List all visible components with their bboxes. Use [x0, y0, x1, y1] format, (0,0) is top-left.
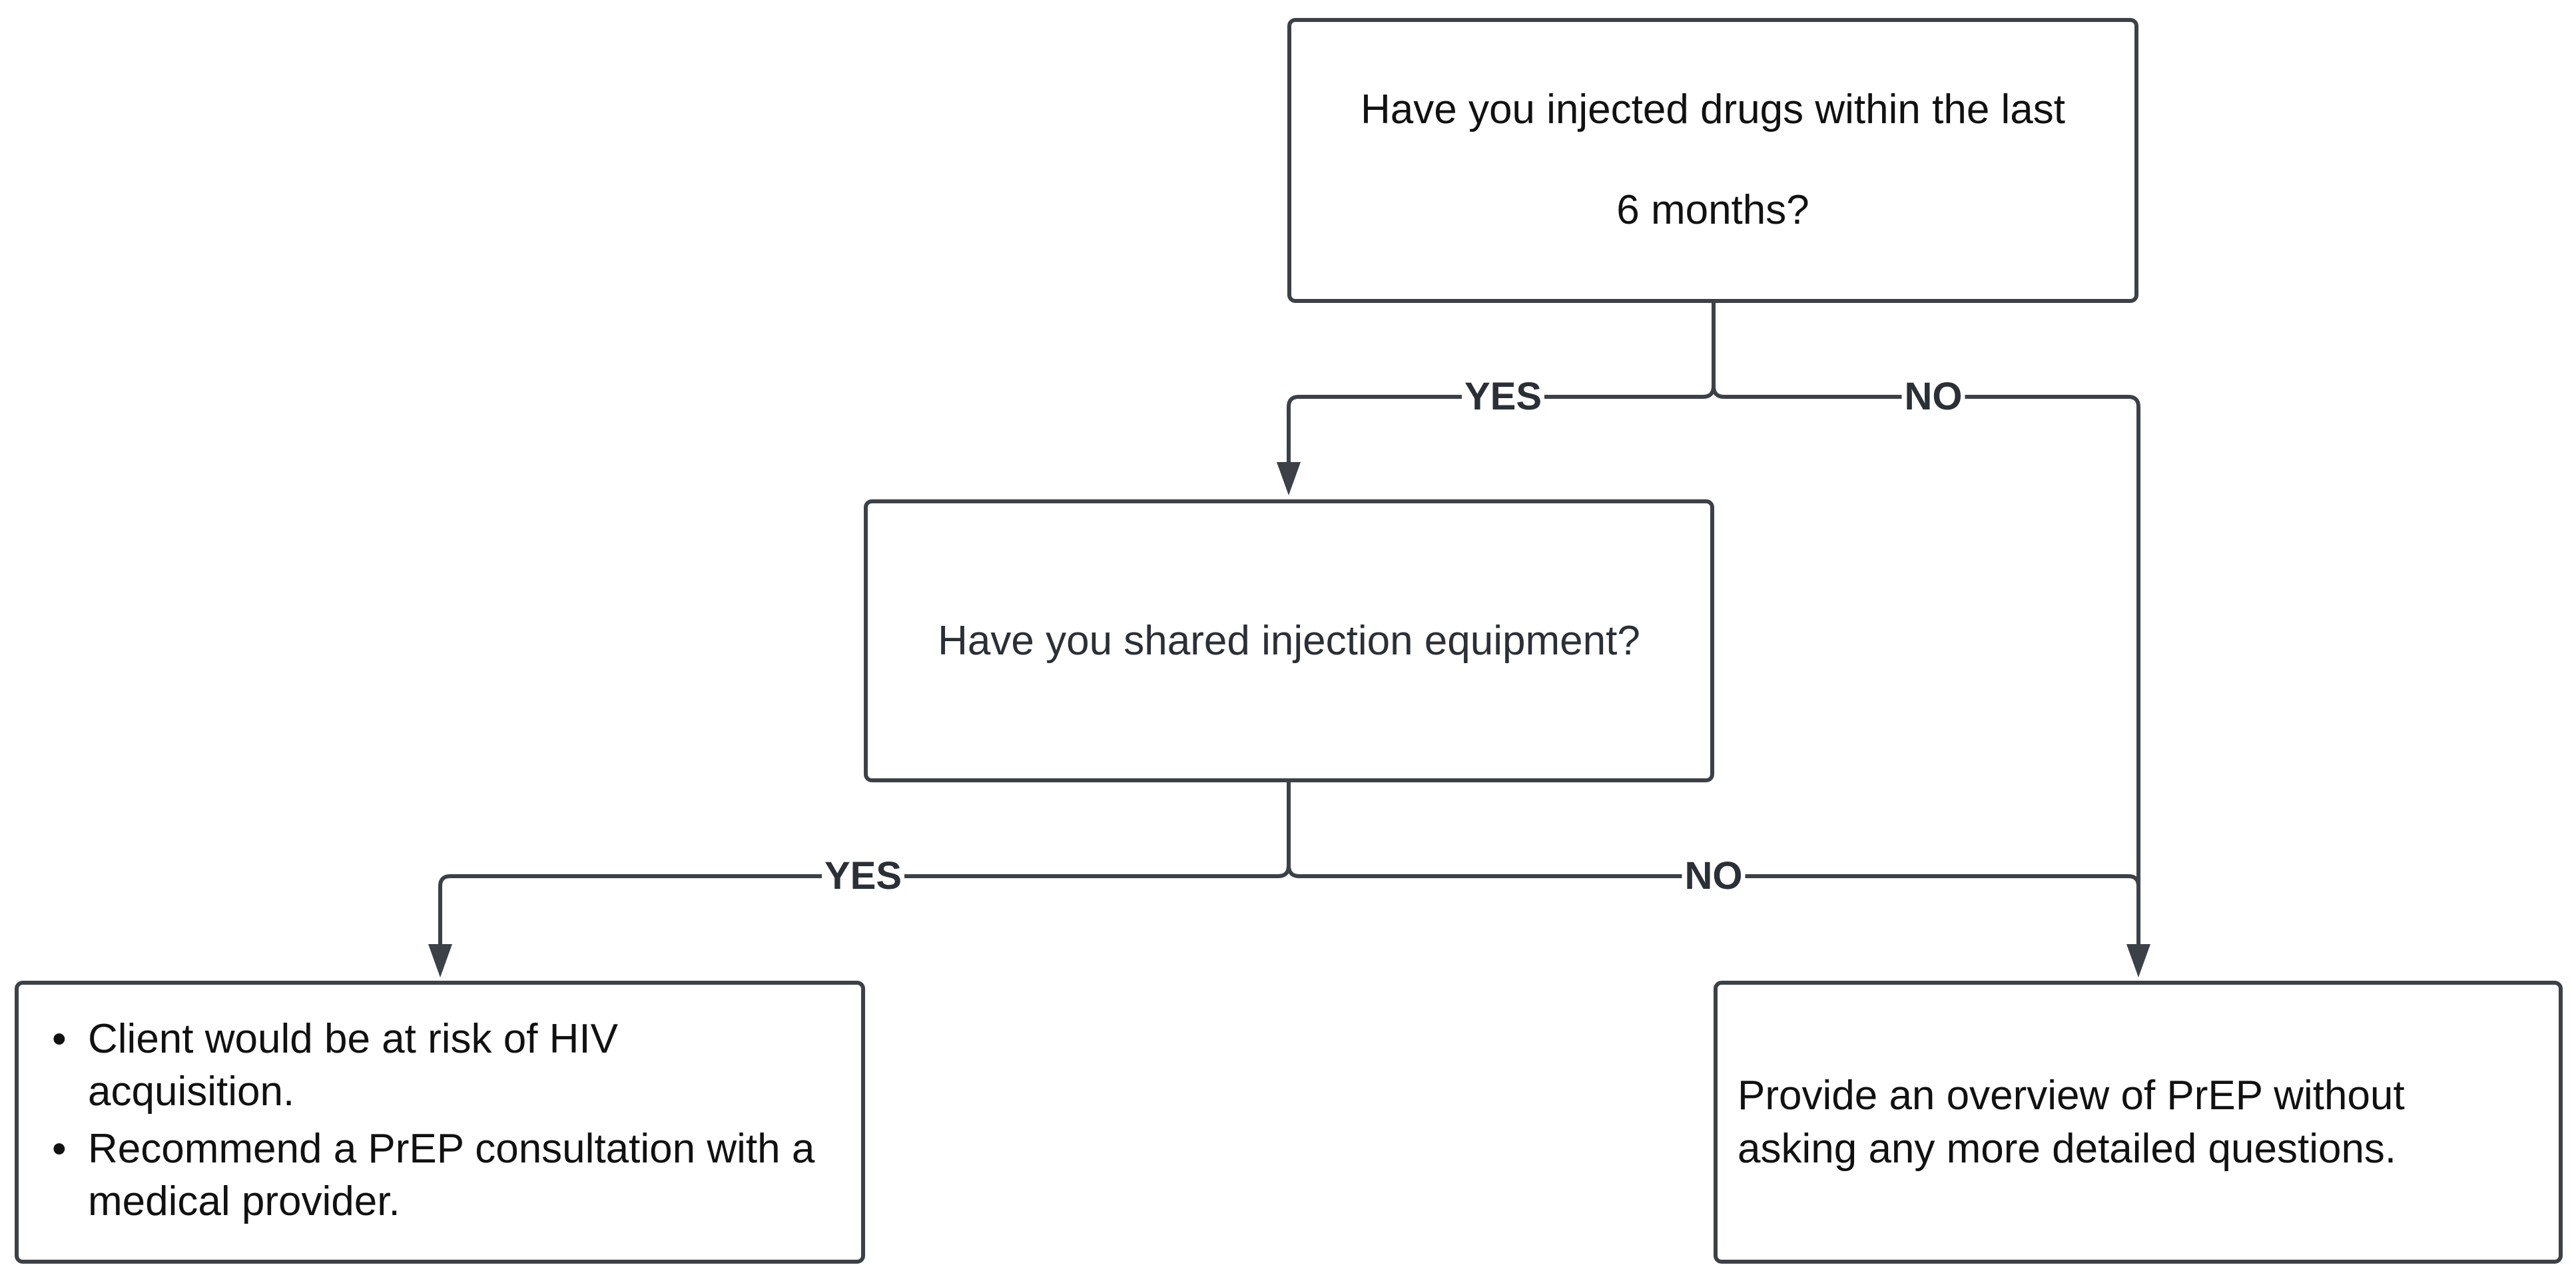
edge-label-q2-no: NO [1682, 857, 1746, 895]
connector-q1-no [1712, 384, 2140, 947]
edge-label-q1-no: NO [1901, 378, 1965, 416]
question-shared-equipment-text: Have you shared injection equipment? [938, 618, 1640, 664]
connector-q1-stem [1701, 301, 1716, 399]
risk-outcome-box: Client would be at risk of HIV acquisiti… [15, 981, 865, 1264]
edge-label-q1-yes: YES [1461, 378, 1545, 416]
risk-outcome-bullet-2: Recommend a PrEP consultation with a med… [52, 1123, 821, 1228]
arrow-to-risk [428, 944, 452, 977]
question-injected-drugs-line-2: 6 months? [1616, 187, 1809, 233]
connector-q2-stem [1276, 780, 1291, 878]
risk-outcome-list: Client would be at risk of HIV acquisiti… [52, 1013, 821, 1232]
overview-outcome-text: Provide an overview of PrEP without aski… [1738, 1073, 2405, 1172]
overview-outcome-box: Provide an overview of PrEP without aski… [1714, 981, 2563, 1264]
question-shared-equipment-box: Have you shared injection equipment? [864, 499, 1714, 782]
question-injected-drugs-box: Have you injected drugs within the last … [1287, 18, 2138, 303]
question-injected-drugs-line-1: Have you injected drugs within the last [1360, 87, 2066, 133]
arrow-to-overview [2126, 944, 2150, 977]
connector-q1-yes [1287, 395, 1705, 468]
risk-outcome-bullet-1: Client would be at risk of HIV acquisiti… [52, 1013, 821, 1119]
arrow-to-q2 [1277, 462, 1301, 495]
connector-q2-yes [438, 874, 1280, 947]
edge-label-q2-yes: YES [821, 857, 905, 895]
